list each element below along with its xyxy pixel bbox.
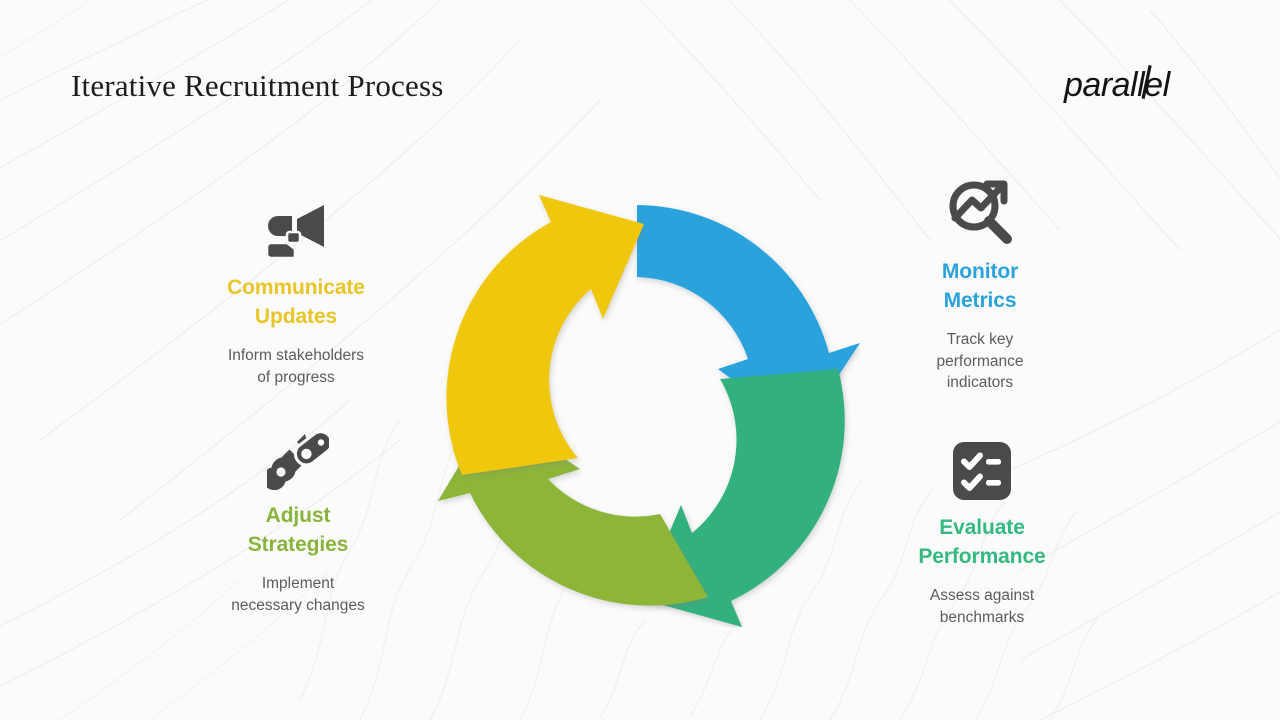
parallel-logo: parallel [1063,65,1172,104]
icon-wrap-communicate [181,196,411,262]
block-desc-monitor: Track key performance indicators [865,329,1095,394]
icon-wrap-adjust [183,424,413,490]
block-desc-evaluate: Assess against benchmarks [867,585,1097,628]
block-desc-line2: benchmarks [939,608,1025,626]
checklist-icon [953,442,1011,500]
magnifier-trend-icon [949,180,1012,244]
page-title: Iterative Recruitment Process [71,68,444,103]
block-desc-line1: Track key [946,331,1014,348]
block-desc-line1: Inform stakeholders [227,347,365,364]
block-desc-line3: indicators [946,374,1014,391]
block-title-line1: Communicate [227,276,365,299]
block-desc-line2: of progress [257,368,335,386]
block-title-line2: Strategies [247,532,349,556]
wrench-gear-icon [267,432,329,490]
block-title-line2: Performance [918,544,1046,568]
svg-text:parallel: parallel [1063,66,1172,104]
cycle-segment-communicate [446,195,644,475]
block-desc-line2: performance [936,352,1024,370]
block-title-line1: Adjust [265,504,331,527]
block-desc-communicate: Inform stakeholders of progress [181,345,411,388]
iterative-cycle-diagram [438,195,860,627]
icon-wrap-evaluate [867,436,1097,502]
block-desc-line1: Assess against [929,587,1035,604]
block-title-line2: Updates [254,304,338,328]
block-desc-line2: necessary changes [231,596,365,614]
block-desc-adjust: Implement necessary changes [183,573,413,616]
icon-wrap-monitor [865,180,1095,246]
block-title-line2: Metrics [943,288,1017,312]
block-title-line1: Evaluate [939,516,1025,539]
block-desc-line1: Implement [261,575,335,592]
block-title-line1: Monitor [941,260,1019,283]
megaphone-icon [265,205,324,260]
